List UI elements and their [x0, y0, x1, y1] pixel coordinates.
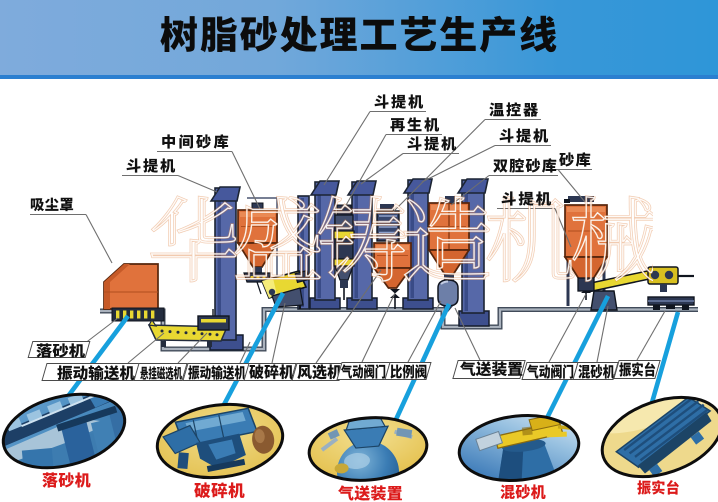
photo-label-pneumatic-conveying-device [338, 485, 403, 501]
intermediate-sand-silo-hopper [236, 209, 279, 268]
oval-sender [306, 412, 430, 486]
compaction-table-machine [647, 296, 695, 310]
label-temperature-controller [489, 102, 540, 117]
label-bucket-elevator-3 [407, 136, 458, 151]
label-dust-hood [30, 197, 74, 212]
pneumatic-sender-vessel [437, 196, 459, 312]
label-shakeout-machine [36, 342, 85, 358]
page-title [0, 15, 718, 57]
magnetic-separator-machine [197, 309, 230, 331]
pneumatic-valve-symbol-1 [390, 289, 400, 309]
sand-mixer-machine [577, 266, 694, 311]
label-vibrating-conveyor-1 [57, 364, 135, 381]
label-crusher [249, 364, 294, 380]
photo-label-shakeout-machine [42, 472, 91, 488]
air-separator-hopper [372, 242, 413, 289]
label-air-separator [297, 364, 342, 380]
leader-lines [30, 110, 666, 364]
label-intermediate-sand-silo [161, 134, 231, 149]
watermark [148, 193, 653, 285]
photo-label-crusher [194, 482, 245, 499]
label-regenerator [390, 117, 441, 132]
label-bucket-elevator-4 [499, 128, 550, 143]
label-pneumatic-valve-1 [341, 364, 386, 379]
photo-label-compaction-table [637, 480, 680, 495]
label-suspended-magnetic-separator [140, 365, 182, 380]
label-compaction-table [619, 362, 656, 377]
page-title-text [159, 15, 559, 53]
oval-crusher [153, 397, 287, 485]
label-vibrating-conveyor-2 [188, 364, 246, 380]
label-bucket-elevator-2 [374, 94, 425, 109]
label-bucket-elevator-1 [126, 158, 177, 173]
label-pneumatic-valve-2 [527, 364, 574, 379]
label-pneumatic-conveying-device [460, 361, 523, 377]
label-double-chamber-sand-silo [493, 158, 558, 173]
label-sand-mixer [578, 364, 615, 379]
label-bucket-elevator-5 [501, 191, 553, 206]
oval-mixer [455, 409, 583, 487]
header-banner [0, 0, 718, 79]
label-sand-silo [559, 152, 592, 167]
photo-label-sand-mixer [500, 484, 546, 500]
label-proportional-valve [390, 364, 427, 379]
pipe [247, 197, 278, 306]
